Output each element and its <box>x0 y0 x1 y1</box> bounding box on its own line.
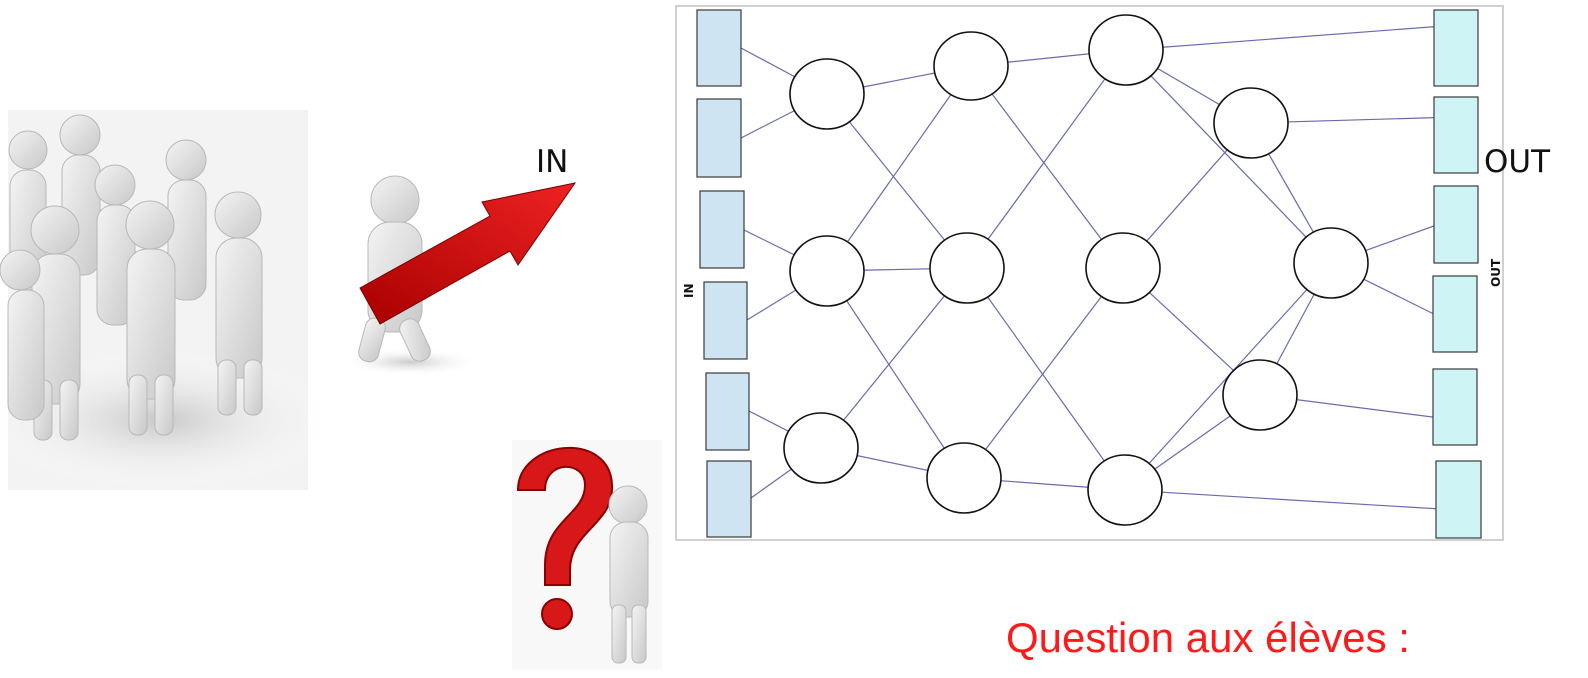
network-node <box>1087 454 1163 526</box>
output-box <box>1433 96 1479 174</box>
network-node <box>933 31 1009 101</box>
question-heading: Question aux élèves : <box>1006 614 1410 661</box>
diagram-out-label: OUT <box>1489 258 1503 287</box>
output-box <box>1433 185 1479 264</box>
output-box <box>1433 9 1479 87</box>
network-node <box>926 442 1002 514</box>
network-node <box>1222 359 1298 431</box>
network-node <box>1293 227 1369 299</box>
network-node <box>1213 87 1289 159</box>
crowd-illustration <box>0 110 340 490</box>
network-node <box>789 58 865 130</box>
output-boxes <box>1432 9 1482 539</box>
red-arrow-icon <box>359 182 577 325</box>
network-node <box>789 235 865 307</box>
leader-with-arrow-illustration <box>340 175 577 376</box>
network-node <box>783 412 859 484</box>
network-node <box>929 232 1005 304</box>
input-box <box>696 98 742 178</box>
input-box <box>696 9 742 87</box>
question-mark-thinker-illustration <box>512 440 662 670</box>
input-box <box>705 372 750 451</box>
network-nodes <box>783 14 1369 526</box>
output-box <box>1432 368 1478 446</box>
input-box <box>703 281 748 360</box>
input-box <box>706 460 752 538</box>
output-box <box>1432 275 1478 353</box>
network-node <box>1088 14 1164 86</box>
input-boxes <box>696 9 752 538</box>
network-node <box>1085 232 1161 304</box>
in-label: IN <box>536 144 569 180</box>
network-diagram: IN OUT <box>675 5 1504 541</box>
input-box <box>699 190 745 269</box>
out-label: OUT <box>1484 144 1551 180</box>
output-box <box>1435 460 1482 539</box>
question-mark-icon <box>516 446 614 586</box>
diagram-in-label: IN <box>682 283 696 298</box>
question-mark-dot <box>541 598 573 630</box>
